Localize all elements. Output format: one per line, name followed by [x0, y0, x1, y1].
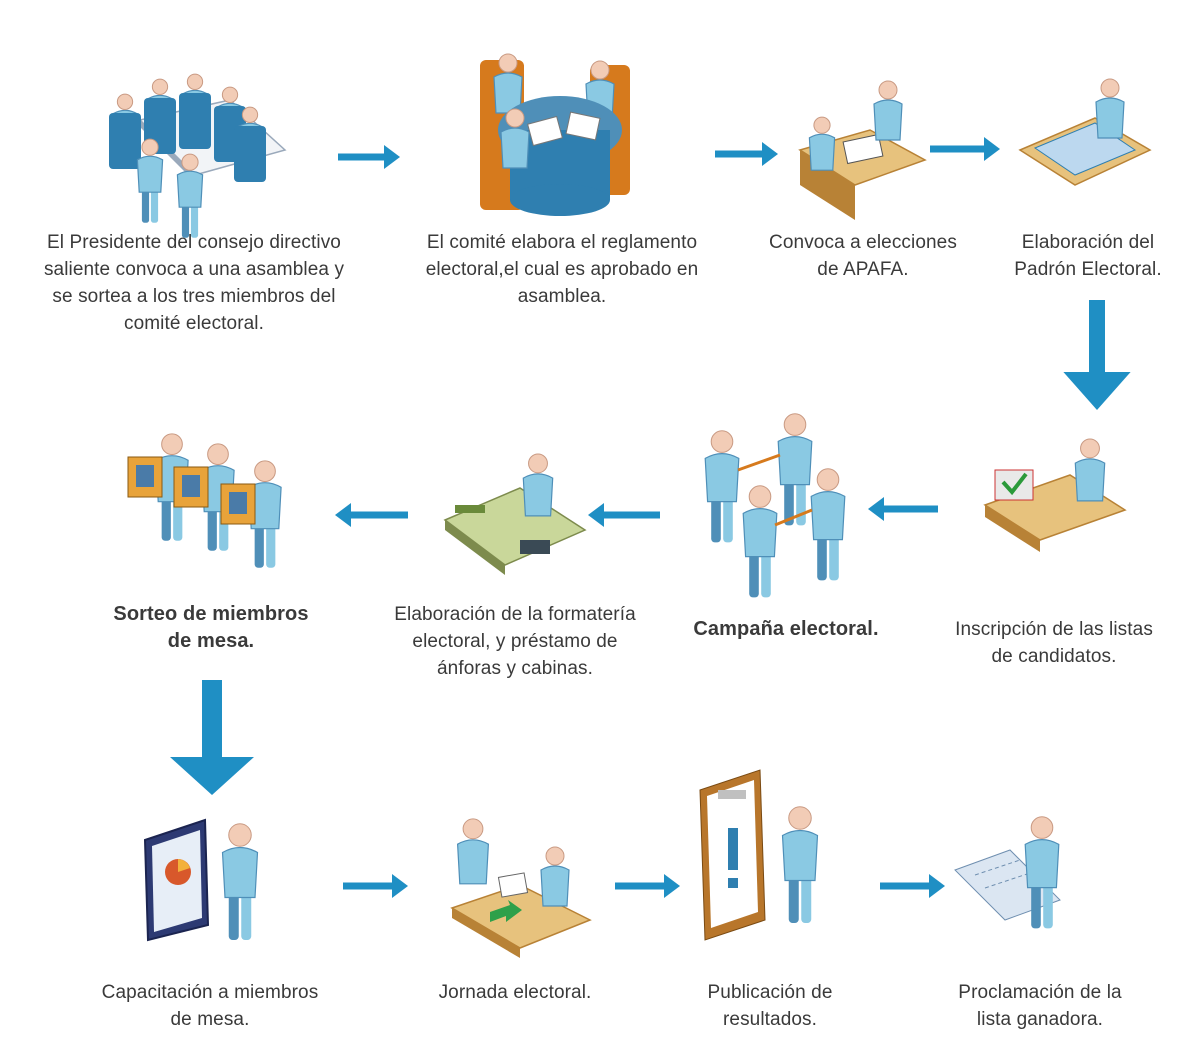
- chair-shape: [179, 93, 211, 149]
- scroll-reading-icon: [954, 816, 1061, 929]
- desk-side: [985, 505, 1040, 552]
- green-arrow: [490, 900, 522, 922]
- person-figure: [742, 485, 778, 598]
- meeting-table-icon: [109, 73, 287, 238]
- chair-shape: [109, 113, 141, 169]
- label-proclamacion: Proclamación de la lista ganadora.: [958, 982, 1122, 1030]
- presentation-board-icon: [143, 818, 259, 942]
- desk-side: [452, 908, 520, 958]
- person-figure: [522, 453, 554, 517]
- arrow-right-1: [338, 145, 400, 169]
- label-formateria: Elaboración de la formatería electoral, …: [394, 604, 636, 679]
- person-figure: [493, 53, 523, 114]
- label-convoca: Convoca a elecciones de APAFA.: [769, 232, 957, 280]
- person-figure: [248, 460, 282, 568]
- exclamation-bar: [728, 828, 738, 870]
- box-label: [229, 492, 247, 514]
- label-campana: Campaña electoral.: [693, 618, 879, 640]
- desk-shape: [450, 884, 592, 949]
- registration-desk-icon: [983, 438, 1127, 552]
- person-figure: [456, 818, 490, 885]
- people-with-boxes-icon: [127, 433, 282, 568]
- round-table-meeting-icon: [480, 53, 630, 216]
- card-box: [994, 469, 1034, 501]
- arrow-right-6: [880, 874, 945, 898]
- table-foot: [510, 184, 610, 216]
- clipboard-notice-icon: [699, 769, 819, 941]
- person-figure: [810, 468, 846, 581]
- label-sorteo: Sorteo de miembros de mesa.: [113, 603, 309, 652]
- person-figure: [777, 413, 813, 526]
- exclamation-dot: [728, 878, 738, 888]
- desk-side: [445, 520, 505, 575]
- arrow-down-2: [170, 680, 254, 795]
- office-desk-icon: [443, 453, 587, 575]
- paper-sheet: [497, 872, 529, 898]
- people-connected-icon: [704, 413, 846, 598]
- check-mark: [1001, 472, 1028, 496]
- person-figure: [1074, 438, 1106, 502]
- label-padron: Elaboración del Padrón Electoral.: [1014, 232, 1162, 280]
- label-inscripcion: Inscripción de las listas de candidatos.: [955, 619, 1153, 667]
- paper-sheet: [842, 133, 884, 165]
- arrow-right-4: [343, 874, 408, 898]
- paper-sheet: [527, 115, 563, 147]
- desk-writing-icon: [798, 80, 927, 220]
- person-figure: [873, 80, 903, 141]
- arrow-left-3: [335, 503, 408, 527]
- person-figure: [781, 806, 819, 923]
- person-figure: [540, 846, 570, 907]
- voting-table-icon: [450, 818, 592, 958]
- person-figure: [221, 823, 259, 940]
- hand-link: [737, 453, 781, 472]
- paper-sheet: [565, 111, 601, 141]
- arrow-right-3: [930, 137, 1000, 161]
- person-figure: [176, 153, 204, 238]
- person-figure: [1024, 816, 1060, 929]
- label-publicacion: Publicación de resultados.: [707, 982, 833, 1030]
- label-asamblea: El Presidente del consejo directivo sali…: [43, 232, 345, 334]
- label-jornada: Jornada electoral.: [438, 982, 592, 1003]
- arrow-left-1: [868, 497, 938, 521]
- chair-shape: [234, 126, 266, 182]
- desk-shape: [443, 487, 587, 566]
- arrow-right-2: [715, 142, 778, 166]
- pie-slice: [178, 859, 190, 872]
- arrow-left-2: [588, 503, 660, 527]
- box-label: [182, 475, 200, 497]
- label-capacitacion: Capacitación a miembros de mesa.: [101, 982, 319, 1030]
- person-figure: [1095, 78, 1125, 139]
- person-figure: [704, 430, 740, 543]
- stapler-device: [455, 505, 485, 513]
- person-figure: [808, 116, 836, 171]
- arrow-down-1: [1063, 300, 1131, 410]
- label-reglamento: El comité elabora el reglamento electora…: [425, 232, 699, 307]
- person-figure: [500, 108, 530, 169]
- box-label: [136, 465, 154, 487]
- clipboard-clip: [718, 790, 746, 799]
- arrow-right-5: [615, 874, 680, 898]
- hand-link: [774, 508, 813, 527]
- scroll-line: [974, 859, 1021, 876]
- blueprint-desk-icon: [1018, 78, 1152, 186]
- scroll-line: [984, 872, 1031, 889]
- person-figure: [136, 138, 164, 223]
- phone-device: [520, 540, 550, 554]
